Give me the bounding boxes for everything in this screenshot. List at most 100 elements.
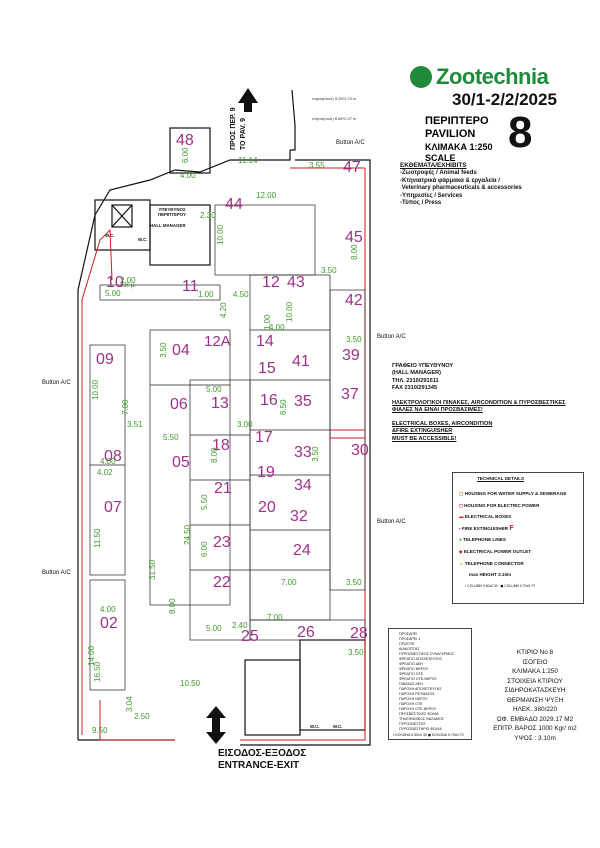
stand-number: 48 — [176, 132, 194, 149]
dimension-label: 4.00 — [100, 605, 116, 614]
technical-item: ELECTRICAL POWER OUTLET — [463, 548, 532, 554]
legend-item: ΠΥΡΟΣΒΕΣΤΗΣ — [399, 722, 426, 726]
scale-label-gr: ΚΛΙΜΑΚΑ 1:250 — [425, 142, 493, 152]
red-walls — [81, 167, 366, 741]
wc-label: W.C. — [138, 237, 148, 242]
dimension-label: 6.00 — [200, 541, 209, 557]
stand-number: 42 — [345, 292, 363, 309]
electrical-box-icon: ▬ — [459, 514, 464, 520]
stand-number: 47 — [343, 159, 361, 176]
door-b-label: πόρτα(door) 6.68*2.07 m — [312, 116, 357, 121]
dimension-label: 4.00 — [180, 171, 196, 180]
north-arrow-icon — [238, 88, 258, 112]
hall-manager-gr: ΓΡΑΦΕΙΟ ΥΠΕΥΘΥΝΟΥ — [392, 363, 454, 369]
technical-item: ELECTRICAL BOXES — [464, 514, 512, 520]
dimension-label: 3.50 — [159, 342, 168, 358]
building-info: ΚΤΙΡΙΟ No 8 ΙΣΟΓΕΙΟ ΚΛΙΜΑΚΑ 1:250 ΣΤΟΙΧΕ… — [490, 648, 580, 743]
dimension-label: 10.00 — [285, 301, 294, 322]
dimension-label: 4.00 — [269, 323, 285, 332]
dimension-label: 3.50 — [348, 648, 364, 657]
legend-item: ΠΑΡΟΧΗ ΟΤΕ-ΝΕΡΟΥ — [399, 707, 437, 711]
exhibits-list: ΕΚΘΕΜΑΤΑ/EXHIBITS -Ζωοτροφές / Animal fe… — [400, 162, 522, 207]
column-large-label: COLUMN 0.70x0.70 — [504, 583, 535, 588]
ac-button-label: Button A/C — [377, 519, 406, 525]
wc-label: W.C. — [310, 724, 320, 729]
info-line: ΗΛΕΚ. 380/220 — [512, 706, 558, 713]
stand-number: 34 — [294, 477, 312, 494]
dimension-label: 2.00 — [120, 276, 136, 285]
dimension-label: 4.50 — [233, 290, 249, 299]
dimension-label: 10.00 — [216, 224, 225, 245]
warning-en-1: ELECTRICAL BOXES, AIRCONDITION — [392, 420, 493, 427]
info-line: ΩΦ. ΕΜΒΑΔΟ 2029.17 M2 — [496, 715, 574, 723]
stand-number: 11 — [182, 278, 199, 295]
dimension-label: 3.51 — [127, 420, 143, 429]
telephone-line-icon: ● — [459, 537, 462, 543]
dimension-label: 9.50 — [92, 726, 108, 735]
dimension-label: 5.50 — [200, 494, 209, 510]
warning-gr-1: ΗΛΕΚΤΡΟΛΟΓΙΚΟΙ ΠΙΝΑΚΕΣ, AIRCONDITION & Π… — [392, 400, 566, 406]
legend-item: ΠΥΡΟΣΒΕΣΤΙΚΟΣ ΣΥΝΑΓΕΡΜΟΣ — [399, 652, 455, 656]
technical-title: TECHNICAL DETAILS — [477, 476, 525, 481]
technical-item: FIRE EXTINGUISHER — [461, 525, 509, 531]
power-housing-icon: ◻ — [459, 502, 463, 508]
stand-number: 10 — [106, 274, 124, 291]
dimension-label: 10.50 — [180, 679, 201, 688]
dimension-label: 1.00 — [198, 290, 214, 299]
area-label: 33τ.μ. — [120, 283, 136, 289]
exhibit-item: -Ζωοτροφές / Animal feeds — [400, 170, 477, 177]
stand-number: 09 — [96, 351, 114, 368]
stand-number: 17 — [255, 429, 273, 446]
entrance-gr: ΕΙΣΟΔΟΣ-ΕΞΟΔΟΣ — [218, 748, 307, 759]
dimension-label: 11.14 — [238, 156, 258, 165]
info-line: ΥΨΟΣ : 3.10m — [514, 734, 556, 742]
legend-item: ΔΙΑΚΟΠΤΗΣ — [399, 647, 420, 651]
dimension-label: 2.30 — [200, 211, 216, 220]
stand-number: 43 — [287, 274, 305, 291]
dimension-label: 24.50 — [183, 524, 192, 545]
hall-manager-en: (HALL MANAGER) — [392, 370, 441, 377]
accessibility-warning: ΗΛΕΚΤΡΟΛΟΓΙΚΟΙ ΠΙΝΑΚΕΣ, AIRCONDITION & Π… — [392, 400, 566, 443]
dimension-label: 12.00 — [256, 191, 277, 200]
stand-number: 37 — [341, 386, 359, 403]
stand-number: 30 — [351, 442, 369, 459]
technical-item: max HEIGHT 3.10m — [469, 572, 512, 578]
dimension-label: 11.50 — [93, 528, 102, 548]
dimension-label: 3.04 — [125, 696, 134, 712]
stand-number: 32 — [290, 508, 308, 525]
dimension-label: 31.50 — [148, 559, 157, 580]
stand-number: 13 — [211, 395, 229, 412]
event-dates: 30/1-2/2/2025 — [452, 90, 557, 109]
info-line: ΙΣΟΓΕΙΟ — [522, 658, 548, 666]
dimension-label: 3.50 — [346, 335, 362, 344]
dimension-label: 7.00 — [281, 578, 297, 587]
info-line: ΘΕΡΜΑΝΣΗ ΨΥΞΗ — [506, 696, 564, 704]
exhibits-title: ΕΚΘΕΜΑΤΑ/EXHIBITS — [400, 162, 467, 169]
info-line: ΚΤΙΡΙΟ No 8 — [516, 649, 554, 656]
stand-number: 16 — [260, 392, 278, 409]
dimension-label: 8.00 — [210, 447, 219, 463]
legend-item: ΦΡΕΑΤΙΟ ΑΠΟΧΕΤΕΥΣΗΣ — [399, 657, 443, 661]
dimension-label: 5.00 — [105, 289, 121, 298]
dimension-label: 16.50 — [93, 661, 102, 682]
legend-item: ΠΑΡΟΧΗ ΡΕΥΜΑΤΟΣ — [399, 692, 435, 696]
stand-number: 28 — [350, 625, 368, 642]
stand-number: 19 — [257, 464, 275, 481]
legend-item: ΠΑΡΟΧΗ ΟΤΕ — [399, 702, 423, 706]
legend-item: ΦΡΕΑΤΙΟ ΔΕΗ — [399, 662, 423, 666]
column-large-icon: ◼ — [500, 583, 504, 588]
dimension-label: 4.00 — [100, 457, 116, 466]
column-large-icon: ◼ — [427, 733, 431, 737]
info-line: ΣΤΟΙΧΕΙΑ ΚΤΙΡΙΟΥ — [507, 677, 563, 685]
stand-number: 15 — [258, 360, 276, 377]
hall-manager-contact: ΓΡΑΦΕΙΟ ΥΠΕΥΘΥΝΟΥ (HALL MANAGER) ΤΗΛ. 23… — [392, 363, 453, 393]
warning-en-2: &FIRE EXTINGUISHER — [392, 428, 453, 435]
dimension-label: 3.50 — [321, 266, 337, 275]
column-small-icon: ▪ — [465, 583, 467, 588]
dimension-label: 6.50 — [279, 399, 288, 415]
ac-button-label: Button A/C — [377, 334, 406, 340]
technical-details-legend: TECHNICAL DETAILS ▢ HOUSING FOR WATER SU… — [452, 472, 584, 604]
stand-number: 05 — [172, 454, 190, 471]
